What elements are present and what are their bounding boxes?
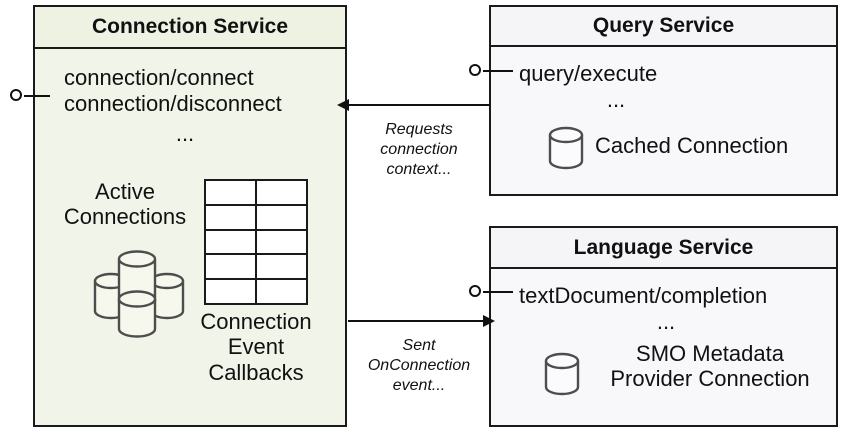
smo-label-line2: Provider Connection xyxy=(610,366,810,392)
component-query-service[interactable]: Query Service query/execute ... Cached C… xyxy=(489,5,838,196)
active-connections-label: Active Connections xyxy=(45,179,205,230)
smo-metadata-provider-label: SMO Metadata Provider Connection xyxy=(587,341,833,392)
table-cell xyxy=(206,205,257,229)
connection-service-body: connection/connect connection/disconnect… xyxy=(35,49,345,425)
table-row xyxy=(206,181,306,206)
connection-service-ellipsis: ... xyxy=(175,121,195,146)
connection-event-callbacks-table xyxy=(204,179,308,305)
edge-label-requests-connection-context: Requests connection context... xyxy=(352,120,486,180)
connection-service-provided-interface-icon[interactable] xyxy=(10,88,50,104)
cached-connection-database-icon xyxy=(545,123,587,173)
table-cell xyxy=(206,280,257,303)
component-language-service[interactable]: Language Service textDocument/completion… xyxy=(489,226,838,427)
table-row xyxy=(206,205,306,231)
table-cell xyxy=(206,255,257,279)
edge-label-line3: event... xyxy=(392,377,446,394)
interface-ball xyxy=(10,89,22,101)
edge-label-line2: OnConnection xyxy=(367,357,471,374)
query-service-api-list: query/execute xyxy=(519,61,657,87)
table-row xyxy=(206,230,306,256)
language-service-api-list: textDocument/completion xyxy=(519,283,767,309)
table-cell xyxy=(257,206,306,229)
api-connection-connect: connection/connect xyxy=(64,65,254,90)
edge-sent-onconnection-event-line xyxy=(348,320,484,322)
edge-sent-onconnection-event-arrowhead xyxy=(483,315,495,327)
query-service-title: Query Service xyxy=(491,7,836,47)
edge-label-line1: Sent xyxy=(402,337,436,354)
callbacks-label-line1: Connection xyxy=(200,309,312,334)
callbacks-label-line2: Event xyxy=(227,334,285,360)
component-connection-service[interactable]: Connection Service connection/connect co… xyxy=(33,5,347,427)
interface-stick xyxy=(483,291,513,293)
language-service-body: textDocument/completion ... SMO Metadata… xyxy=(491,269,836,425)
table-row xyxy=(206,255,306,281)
edge-label-line1: Requests xyxy=(385,121,453,138)
language-service-ellipsis: ... xyxy=(656,309,676,334)
api-connection-disconnect: connection/disconnect xyxy=(64,90,282,116)
interface-ball xyxy=(469,64,481,76)
edge-requests-connection-context-arrowhead xyxy=(337,99,349,111)
api-query-execute: query/execute xyxy=(519,61,658,86)
callbacks-label-line3: Callbacks xyxy=(208,359,304,385)
edge-label-line2: connection xyxy=(380,141,458,158)
edge-requests-connection-context-line xyxy=(348,104,490,106)
smo-label-line1: SMO Metadata xyxy=(636,341,784,366)
edge-label-sent-onconnection-event: Sent OnConnection event... xyxy=(352,336,486,396)
query-service-body: query/execute ... Cached Connection xyxy=(491,47,836,194)
interface-stick xyxy=(483,70,513,72)
interface-stick xyxy=(24,95,50,97)
api-textdocument-completion: textDocument/completion xyxy=(519,283,768,308)
table-row xyxy=(206,280,306,303)
table-cell xyxy=(257,181,306,204)
connection-event-callbacks-label: Connection Event Callbacks xyxy=(180,309,332,385)
database-cluster-icon xyxy=(83,245,195,343)
active-connections-label-line2: Connections xyxy=(63,204,187,230)
interface-ball xyxy=(469,285,481,297)
smo-metadata-provider-database-icon xyxy=(541,349,583,399)
table-cell xyxy=(206,181,257,204)
table-cell xyxy=(257,255,306,278)
table-cell xyxy=(257,231,306,254)
language-service-title: Language Service xyxy=(491,228,836,269)
language-service-provided-interface-icon[interactable] xyxy=(469,284,513,300)
query-service-ellipsis: ... xyxy=(606,87,626,112)
connection-service-title: Connection Service xyxy=(35,7,345,49)
cached-connection-label: Cached Connection xyxy=(595,133,789,158)
edge-label-line3: context... xyxy=(386,161,452,178)
active-connections-label-line1: Active xyxy=(95,179,155,204)
query-service-provided-interface-icon[interactable] xyxy=(469,63,513,79)
table-cell xyxy=(206,230,257,254)
connection-service-api-list: connection/connect connection/disconnect xyxy=(64,65,282,117)
table-cell xyxy=(257,280,306,303)
